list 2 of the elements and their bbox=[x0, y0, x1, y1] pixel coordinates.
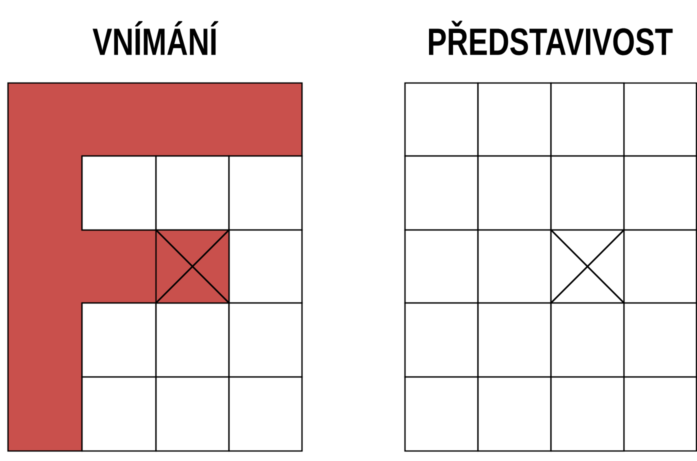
heading: PŘEDSTAVIVOST bbox=[429, 20, 673, 56]
heading: VNÍMÁNÍ bbox=[92, 21, 218, 55]
